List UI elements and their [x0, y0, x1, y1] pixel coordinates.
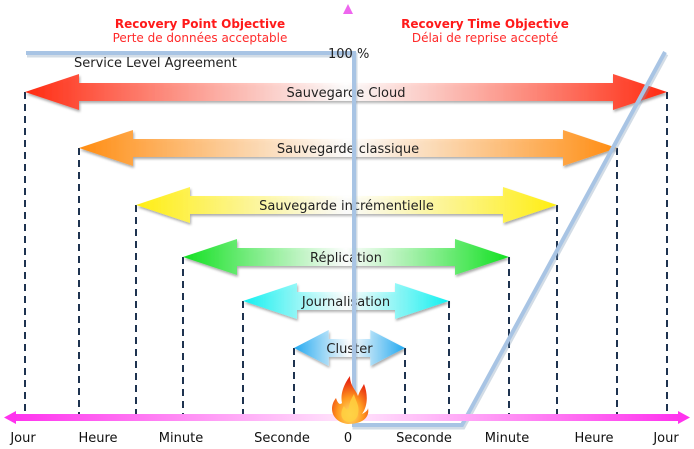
band-arrow	[294, 330, 405, 366]
axis-left-tick-label: Minute	[159, 431, 203, 446]
band-arrow	[136, 187, 557, 223]
sla-line	[26, 51, 667, 427]
rto-subtitle: Délai de reprise accepté	[412, 31, 558, 45]
rpo-subtitle: Perte de données acceptable	[113, 31, 288, 45]
rto-title: Recovery Time Objective	[401, 17, 569, 31]
hundred-percent-label: 100 %	[328, 47, 369, 62]
axis-right-tick-label: Jour	[652, 431, 679, 446]
band-arrow	[243, 283, 449, 319]
sla-label: Service Level Agreement	[74, 56, 237, 71]
band-arrow	[25, 74, 667, 110]
vertical-axis-arrowhead	[343, 4, 353, 14]
band-label: Journalisation	[301, 295, 390, 310]
axis-right-tick-label: Minute	[485, 431, 529, 446]
rpo-title: Recovery Point Objective	[115, 17, 285, 31]
time-axis-left-arrowhead	[4, 411, 16, 424]
axis-center-label: 0	[344, 431, 352, 446]
band-label: Cluster	[326, 342, 373, 357]
axis-right-tick-label: Heure	[574, 431, 613, 446]
band-label: Réplication	[310, 251, 382, 266]
time-axis-right-arrowhead	[678, 411, 690, 424]
band-label: Sauvegarde incrémentielle	[259, 199, 434, 214]
axis-left-tick-label: Seconde	[254, 431, 310, 446]
axis-left-tick-label: Jour	[9, 431, 36, 446]
time-axis-left	[14, 414, 348, 421]
band-label: Sauvegarde Cloud	[287, 86, 406, 101]
axis-right-tick-label: Seconde	[396, 431, 452, 446]
time-axis-right	[348, 414, 680, 421]
band-arrow	[79, 130, 617, 166]
axis-left-tick-label: Heure	[78, 431, 117, 446]
fire-icon	[332, 376, 369, 424]
band-label: Sauvegarde classique	[277, 142, 419, 157]
band-arrow	[183, 239, 509, 275]
